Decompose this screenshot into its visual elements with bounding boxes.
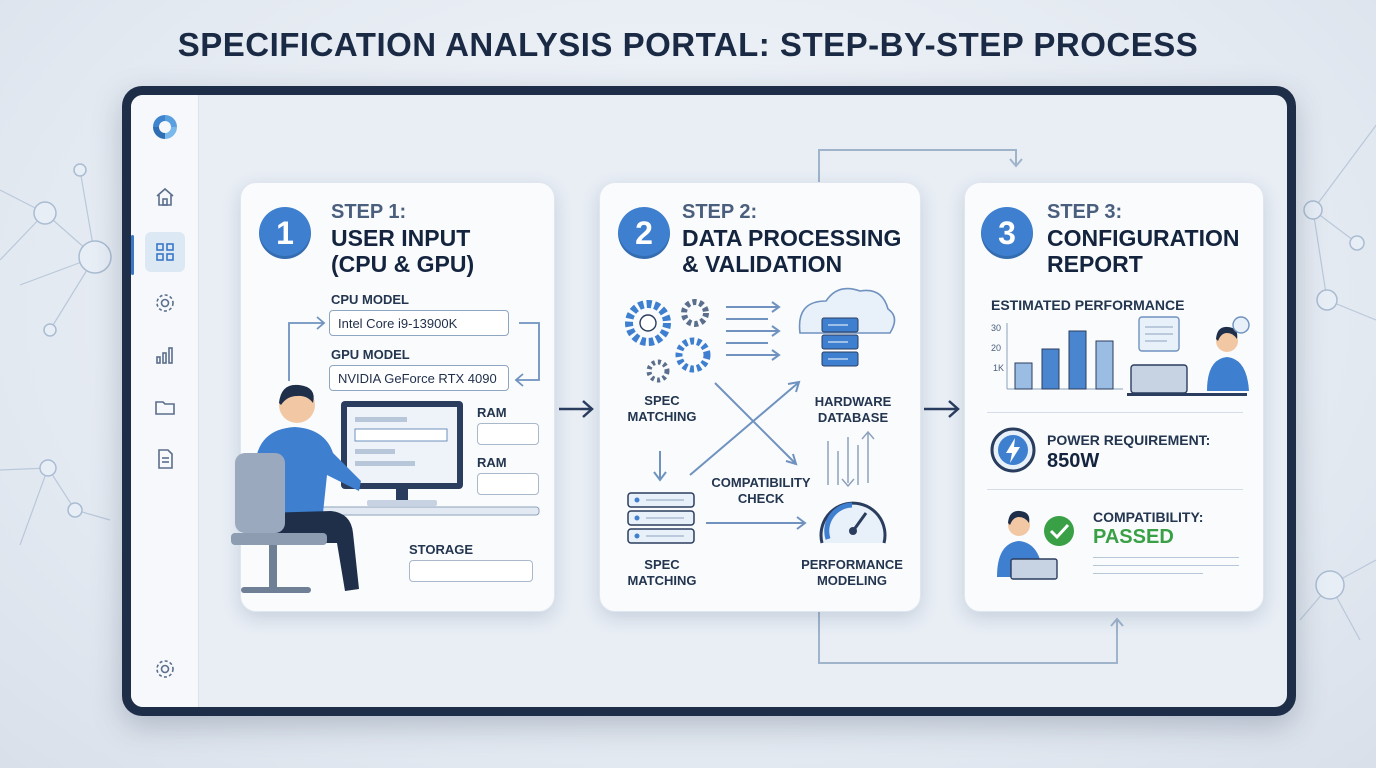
- ram-label-2: RAM: [477, 455, 507, 470]
- logo-icon[interactable]: [151, 113, 179, 141]
- step-1-title-line1: USER INPUT: [331, 225, 471, 251]
- step-2-card: 2 STEP 2: DATA PROCESSING & VALIDATION: [599, 182, 921, 612]
- y-tick-1: 30: [991, 323, 1002, 333]
- ram-field-2[interactable]: [477, 473, 539, 495]
- processing-diagram: [625, 287, 896, 544]
- storage-field[interactable]: [409, 560, 533, 582]
- step-1-badge: 1: [259, 207, 311, 259]
- ram-label-1: RAM: [477, 405, 507, 420]
- divider-1: [987, 412, 1243, 413]
- y-tick-2: 20: [991, 343, 1002, 353]
- compatibility-status-passed: PASSED: [1093, 526, 1174, 548]
- hardware-database-icon: [798, 287, 896, 367]
- gear-icon[interactable]: [151, 655, 179, 683]
- power-requirement-value: 850W: [1047, 450, 1100, 472]
- gears-icon: [625, 299, 711, 383]
- performance-bar-2: [1041, 348, 1060, 390]
- step-2-badge: 2: [618, 207, 670, 259]
- step-3-label: STEP 3:: [1047, 201, 1123, 223]
- step-1-card: 1 STEP 1: USER INPUT (CPU & GPU) CPU MOD…: [231, 182, 555, 612]
- storage-label: STORAGE: [409, 542, 474, 557]
- document-icon[interactable]: [151, 445, 179, 473]
- folder-icon[interactable]: [151, 393, 179, 421]
- performance-gauge-icon: [819, 501, 887, 544]
- ram-field-1[interactable]: [477, 423, 539, 445]
- divider-2: [987, 489, 1243, 490]
- settings-icon[interactable]: [151, 289, 179, 317]
- step-3-card: 3 STEP 3: CONFIGURATION REPORT ESTIMATED…: [964, 182, 1264, 612]
- app-screen: 1 STEP 1: USER INPUT (CPU & GPU) CPU MOD…: [131, 95, 1287, 707]
- step-2-label: STEP 2:: [682, 201, 758, 223]
- server-stack-icon: [627, 492, 695, 544]
- performance-bar-1: [1014, 362, 1033, 390]
- home-icon[interactable]: [151, 183, 179, 211]
- flow-arrows: [559, 149, 1124, 664]
- page-title: SPECIFICATION ANALYSIS PORTAL: STEP-BY-S…: [177, 26, 1199, 63]
- performance-bar-chart: [1006, 323, 1123, 390]
- performance-bar-4: [1095, 340, 1114, 390]
- step-2-title-line2: & VALIDATION: [682, 251, 843, 277]
- dashboard-icon[interactable]: [145, 232, 185, 272]
- chart-icon[interactable]: [151, 341, 179, 369]
- analyst-at-laptop-illustration: [1127, 316, 1250, 396]
- step-3-title-line2: REPORT: [1047, 251, 1143, 277]
- report-line-3: [1093, 573, 1203, 574]
- compatibility-label: COMPATIBILITY:: [1093, 509, 1204, 525]
- cpu-model-field[interactable]: Intel Core i9-13900K: [329, 310, 509, 336]
- user-at-desk-illustration: [231, 384, 540, 593]
- input-loop-arrows: [288, 316, 540, 387]
- power-requirement-label: POWER REQUIREMENT:: [1047, 432, 1211, 448]
- report-line-1: [1093, 557, 1239, 558]
- step-2-title-line1: DATA PROCESSING: [682, 225, 902, 251]
- sidebar: [131, 95, 199, 707]
- step-1-label: STEP 1:: [331, 201, 407, 223]
- estimated-performance-label: ESTIMATED PERFORMANCE: [991, 297, 1185, 313]
- power-lightning-icon: [990, 427, 1036, 473]
- step-3-badge: 3: [981, 207, 1033, 259]
- user-passed-illustration: [997, 510, 1074, 580]
- gpu-model-field[interactable]: NVIDIA GeForce RTX 4090: [329, 365, 509, 391]
- data-flow-lines: [726, 301, 781, 361]
- gpu-model-label: GPU MODEL: [331, 347, 410, 362]
- sidebar-active-indicator: [131, 235, 134, 275]
- cross-arrows: [653, 380, 807, 530]
- vertical-stream-lines: [827, 430, 875, 488]
- performance-bar-3: [1068, 330, 1087, 390]
- step-1-title-line2: (CPU & GPU): [331, 251, 475, 277]
- step-3-title-line1: CONFIGURATION: [1047, 225, 1240, 251]
- report-line-2: [1093, 565, 1239, 566]
- y-tick-3: 1K: [993, 363, 1005, 373]
- app-window: 1 STEP 1: USER INPUT (CPU & GPU) CPU MOD…: [122, 86, 1296, 716]
- cpu-model-label: CPU MODEL: [331, 292, 409, 307]
